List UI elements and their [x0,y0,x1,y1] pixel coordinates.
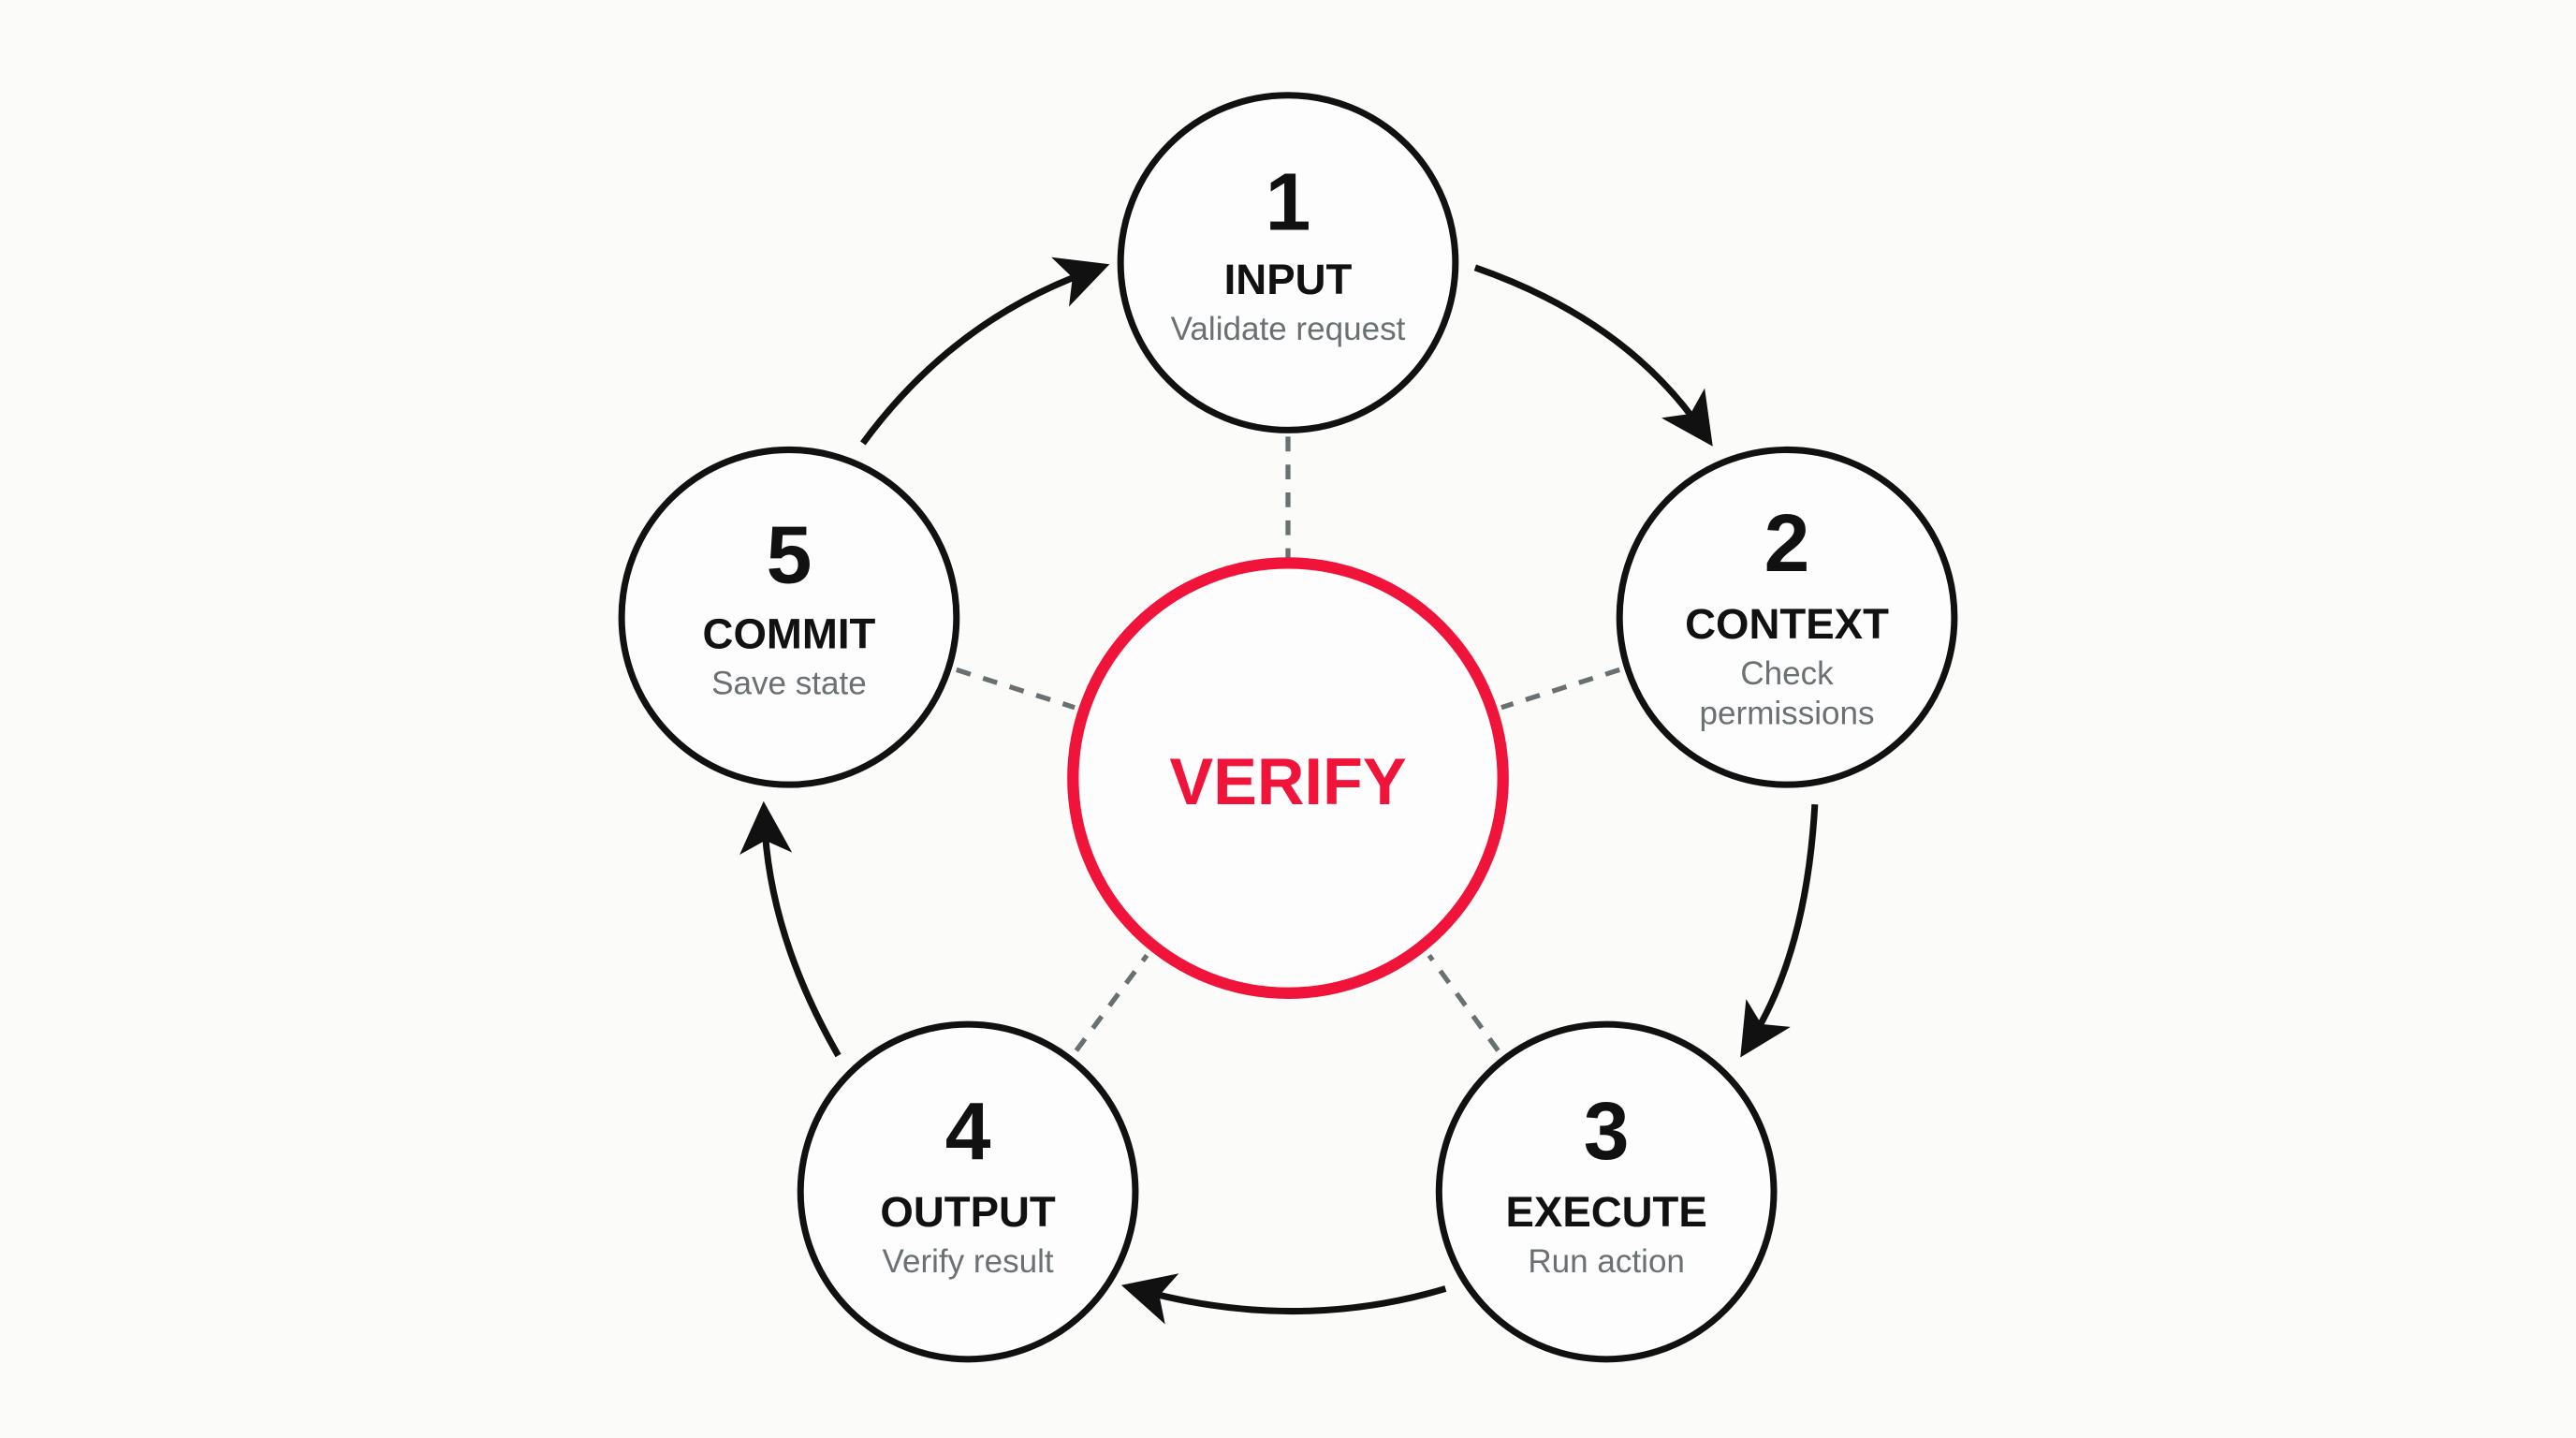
step-1: 1 INPUT Validate request [1117,92,1459,433]
dashed-connector-5 [956,667,1076,711]
connector-lines [956,436,1620,1052]
arrow-1-to-2 [1473,264,1713,447]
arrow-4-to-5 [739,800,842,1058]
step-title: CONTEXT [1685,600,1889,648]
step-circle [618,446,960,788]
step-subtitle: Check [1740,655,1834,692]
step-subtitle: Run action [1528,1243,1685,1280]
verify-circle [1067,557,1509,999]
arrow-2-to-3 [1740,803,1819,1058]
step-circle [797,1020,1139,1363]
step-subtitle: permissions [1700,695,1875,731]
step-2: 2 CONTEXT Check permissions [1616,446,1958,788]
step-title: EXECUTE [1506,1188,1707,1236]
verify-label: VERIFY [1169,745,1406,818]
step-title: INPUT [1224,256,1353,303]
step-3: 3 EXECUTE Run action [1435,1020,1778,1363]
step-circle [1616,446,1958,788]
step-number: 3 [1584,1085,1630,1177]
step-number: 4 [945,1085,991,1177]
dashed-connector-4 [1074,953,1149,1052]
cycle-arrows [739,257,1819,1325]
step-title: OUTPUT [880,1188,1056,1236]
step-subtitle: Validate request [1171,311,1406,347]
arrow-3-to-4 [1120,1273,1447,1325]
dashed-connector-2 [1500,667,1620,711]
step-number: 5 [767,508,812,600]
dashed-connector-3 [1427,953,1500,1052]
step-4: 4 OUTPUT Verify result [797,1020,1139,1363]
step-subtitle: Save state [711,666,867,702]
step-number: 2 [1764,497,1810,589]
step-title: COMMIT [703,610,876,658]
step-number: 1 [1266,155,1311,247]
step-5: 5 COMMIT Save state [618,446,960,788]
step-circle [1435,1020,1778,1363]
step-circle [1117,92,1459,433]
arrow-5-to-1 [860,257,1110,446]
center-verify: VERIFY [1067,557,1509,999]
step-subtitle: Verify result [883,1243,1054,1280]
